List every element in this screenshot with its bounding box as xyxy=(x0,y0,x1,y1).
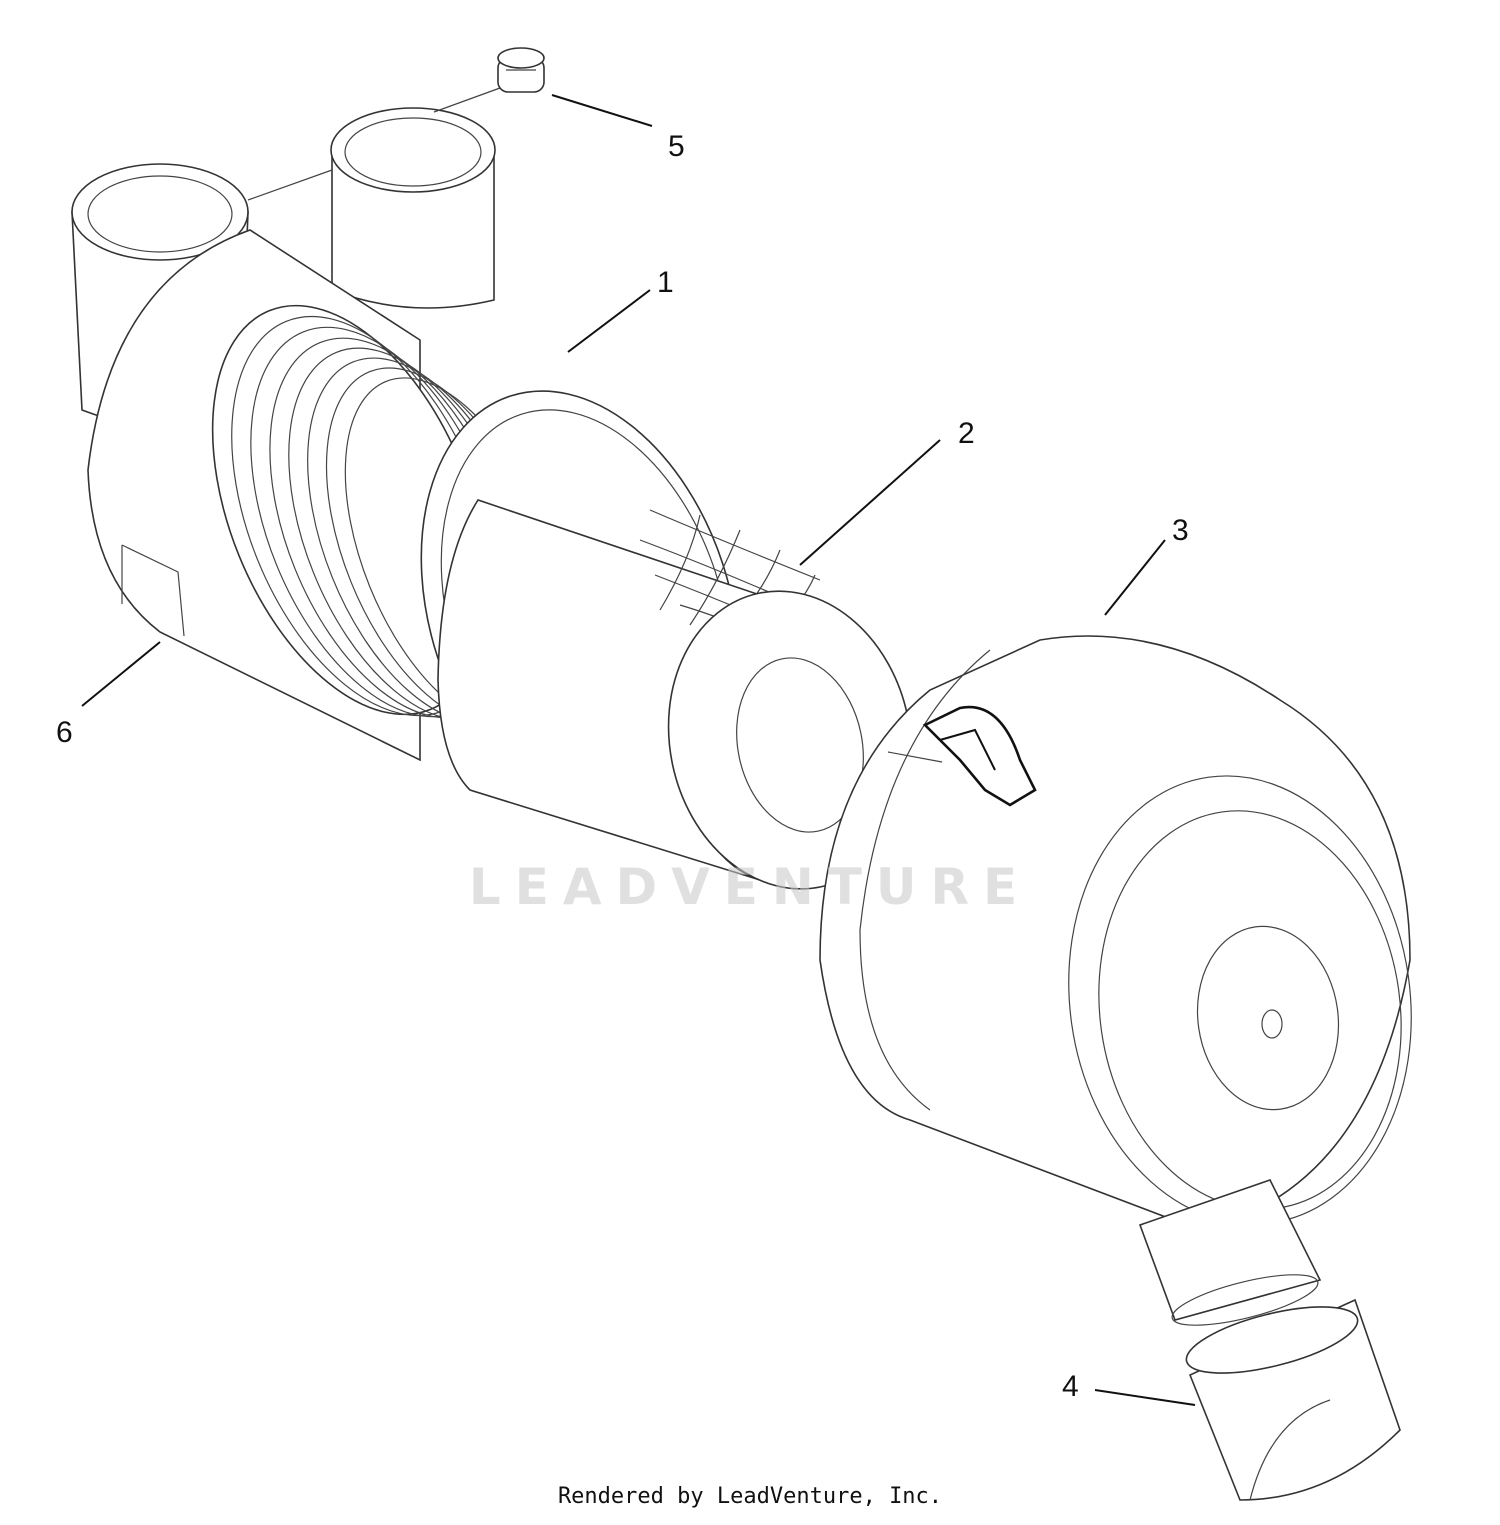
part-4-dust-valve xyxy=(1138,1179,1401,1501)
callout-1: 1 xyxy=(657,266,674,299)
callout-2: 2 xyxy=(958,417,975,450)
footer-credit: Rendered by LeadVenture, Inc. xyxy=(557,1484,943,1509)
leader-6 xyxy=(81,641,161,707)
part-3-cover xyxy=(819,635,1412,1231)
callout-labels: 1 2 3 4 5 6 xyxy=(56,130,1189,1403)
watermark-text: LEADVENTURE xyxy=(468,858,1032,916)
leader-3 xyxy=(1104,539,1166,616)
leader-5 xyxy=(551,94,653,127)
callout-5: 5 xyxy=(668,130,685,163)
callout-4: 4 xyxy=(1062,1370,1079,1403)
leader-2 xyxy=(799,439,941,566)
part-5-plug xyxy=(497,47,545,93)
callout-6: 6 xyxy=(56,716,73,749)
leader-4 xyxy=(1094,1389,1196,1406)
leader-lines xyxy=(81,94,1196,1406)
leader-1 xyxy=(567,289,651,353)
callout-3: 3 xyxy=(1172,514,1189,547)
